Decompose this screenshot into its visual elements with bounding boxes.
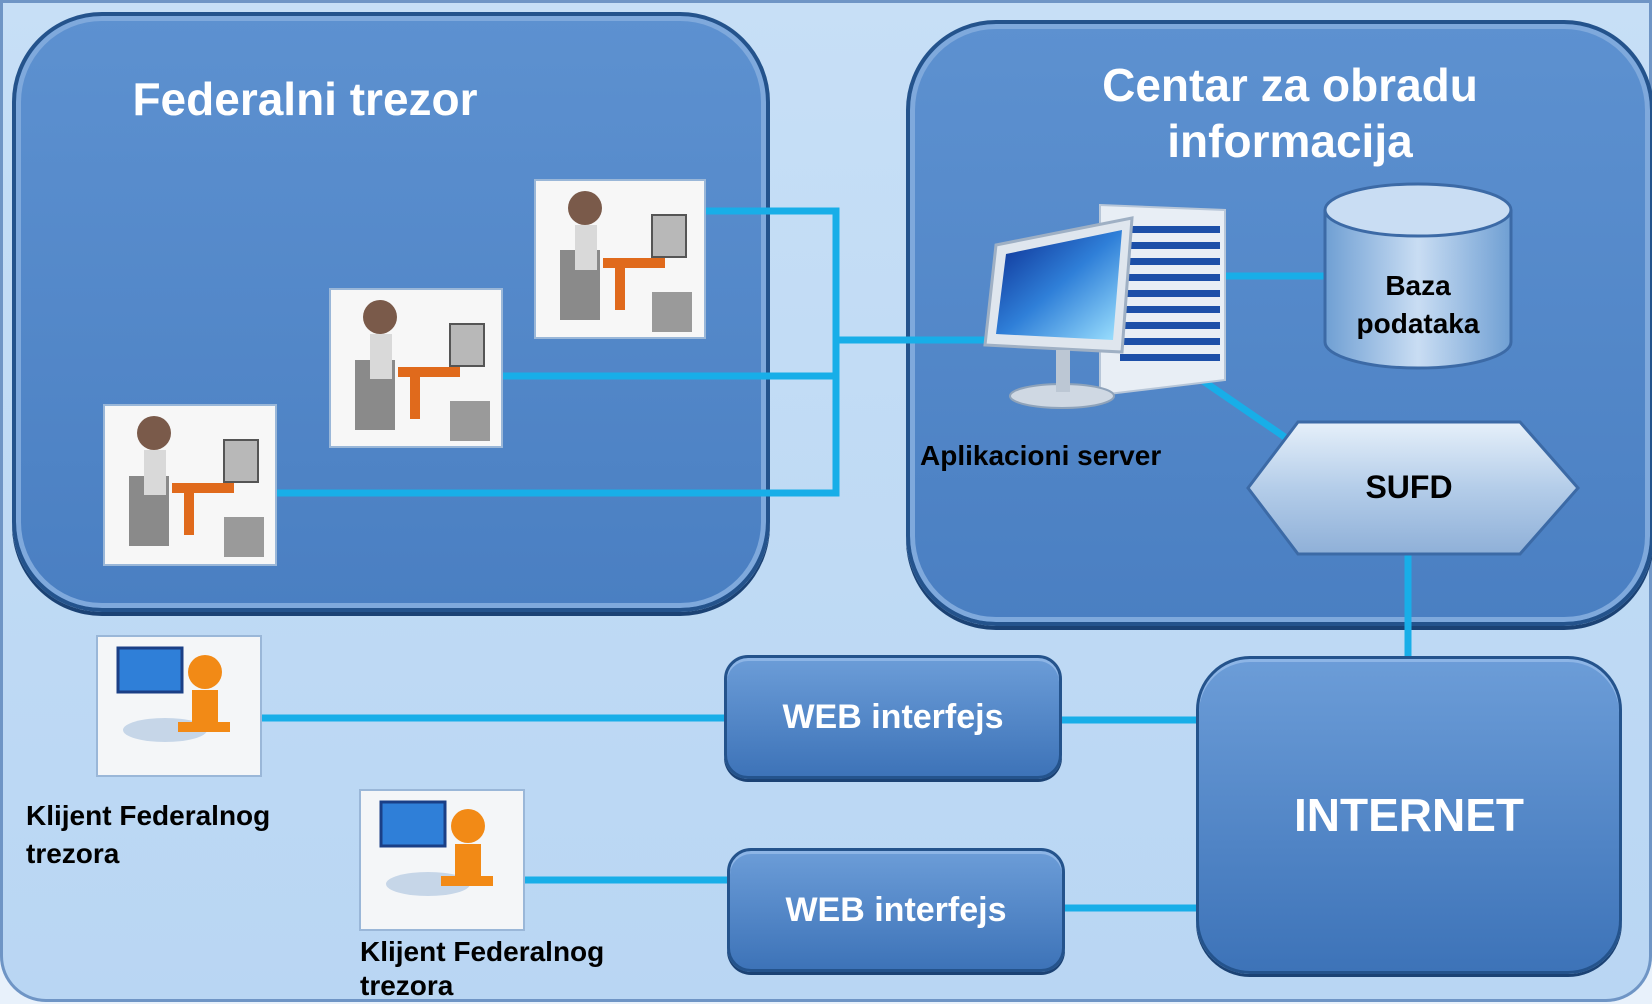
web-client-icon [359,789,525,931]
client-label-1-line1: Klijent Federalnog [26,800,271,831]
client-label-1-line2: trezora [26,838,120,869]
centar-title-line2: informacija [1167,115,1413,167]
client-label-2-line2: trezora [360,970,454,1001]
sufd-hexagon-shape [1246,420,1580,556]
connector-lines [254,207,1412,912]
operator-workstation-icon [103,404,277,566]
database-label-line1: Baza [1385,270,1451,301]
sufd-label: SUFD [1365,469,1453,505]
web-client-icon [96,635,262,777]
operator-workstation-icon [534,179,706,339]
web-interface-box-2: WEB interfejs [727,848,1065,972]
centar-title-line1: Centar za obradu [1102,59,1478,111]
internet-box: INTERNET [1196,656,1622,974]
web-interface-box-1: WEB interfejs [724,655,1062,779]
federalni-trezor-title: Federalni trezor [132,73,478,125]
database-cylinder-icon [1323,182,1513,370]
aplikacioni-server-label: Aplikacioni server [920,440,1162,471]
operator-workstation-icon [329,288,503,448]
server-computer-icon [983,203,1226,409]
database-label-line2: podataka [1356,308,1480,339]
client-label-2-line1: Klijent Federalnog [360,936,605,967]
